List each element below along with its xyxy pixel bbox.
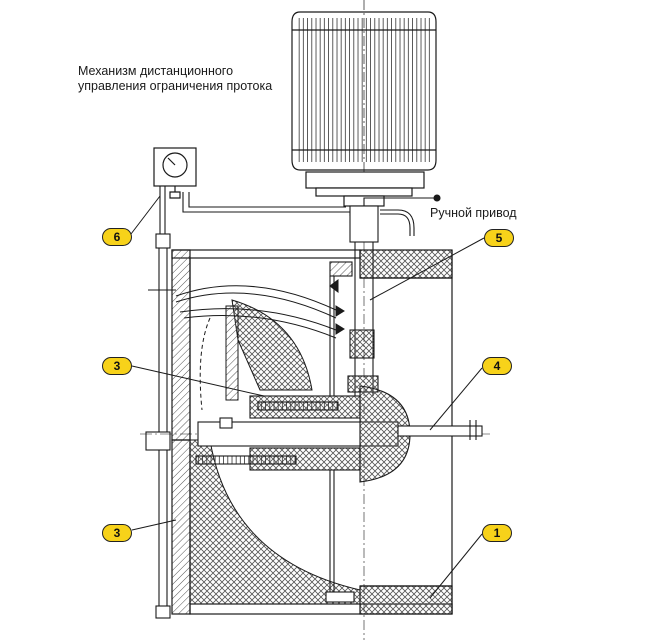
- mechanism-caption-line2: управления ограничения протока: [78, 79, 273, 93]
- flow-lines: [175, 279, 345, 339]
- mechanism-caption: Механизм дистанционного управления огран…: [78, 64, 272, 94]
- actuator-rod: [145, 233, 176, 619]
- manual-drive-label: Ручной привод: [430, 206, 517, 220]
- mechanism-caption-line1: Механизм дистанционного: [78, 64, 234, 78]
- vertical-shaft: [325, 205, 379, 640]
- callout-1: 1: [482, 524, 512, 542]
- callout-3-lower: 3: [102, 524, 132, 542]
- callout-4: 4: [482, 357, 512, 375]
- gauge-icon: [153, 147, 197, 199]
- electric-motor-icon: [291, 0, 437, 207]
- callout-6: 6: [102, 228, 132, 246]
- callout-5: 5: [484, 229, 514, 247]
- leader-lines: [130, 195, 485, 599]
- impeller: [189, 299, 361, 605]
- callout-3-upper: 3: [102, 357, 132, 375]
- control-linkage: [159, 186, 441, 236]
- horizontal-shaft: [140, 385, 490, 483]
